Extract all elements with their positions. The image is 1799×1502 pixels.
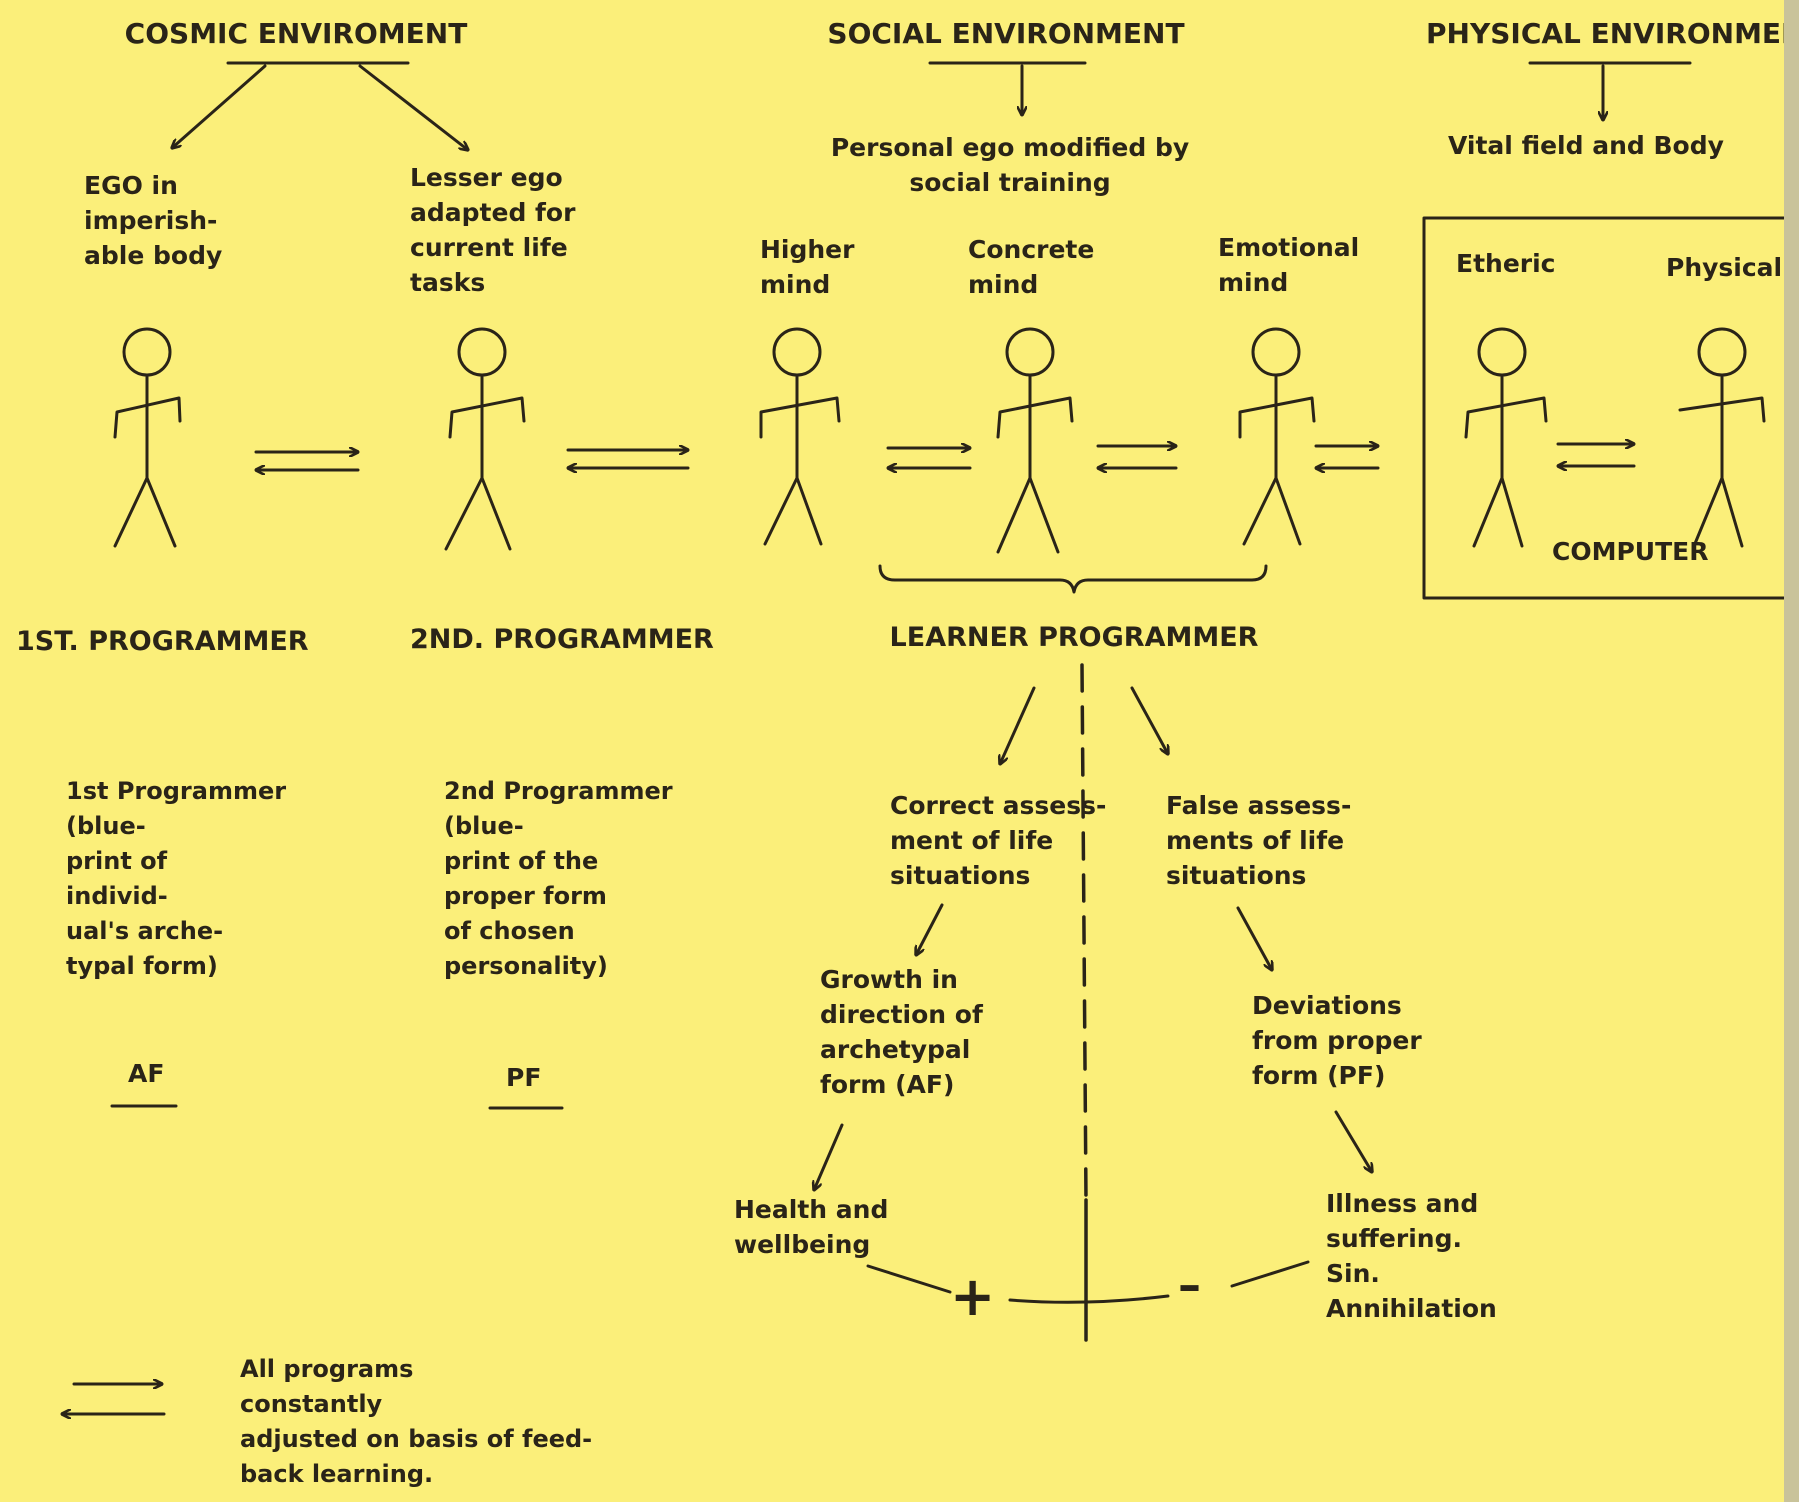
arrow-to-health — [814, 1123, 844, 1190]
page-edge-shadow — [1784, 0, 1799, 1502]
figure-label-emotional-mind: Emotional mind — [1218, 233, 1360, 297]
stick-figure-higher-mind — [759, 327, 841, 546]
computer-box — [1422, 216, 1799, 600]
first-programmer-label: 1ST. PROGRAMMER — [16, 626, 309, 657]
figure-label-physical: Physical — [1666, 253, 1783, 282]
branch-growth: Growth in direction of archetypal form (… — [820, 965, 983, 1099]
arrow-to-false — [1130, 686, 1168, 754]
figure-label-higher-mind: Higher mind — [760, 235, 855, 299]
figure-label-concrete-mind: Concrete mind — [968, 235, 1095, 299]
stick-figure-concrete-mind — [996, 327, 1074, 554]
second-programmer-label: 2ND. PROGRAMMER — [410, 624, 714, 655]
plus-sign: + — [950, 1265, 996, 1328]
branch-deviations: Deviations from proper form (PF) — [1252, 991, 1422, 1090]
legend-text: All programs constantly adjusted on basi… — [240, 1355, 593, 1488]
branch-illness: Illness and suffering. Sin. Annihilation — [1326, 1189, 1497, 1323]
figure-label-lesser-ego: Lesser ego adapted for current life task… — [410, 163, 576, 297]
arrow-to-growth — [916, 903, 944, 955]
arc-right — [1230, 1260, 1310, 1288]
minus-sign: – — [1178, 1258, 1201, 1312]
social-sublabel: Personal ego modified by social training — [830, 133, 1190, 197]
arrow-to-illness — [1334, 1110, 1372, 1172]
arc-center — [1008, 1294, 1170, 1304]
header-physical-environment: PHYSICAL ENVIRONMENT — [1426, 17, 1799, 50]
figure-label-etheric: Etheric — [1456, 249, 1556, 278]
central-divider — [1080, 663, 1088, 1202]
stick-figure-etheric — [1464, 327, 1548, 548]
abbreviation-af: AF — [128, 1059, 165, 1088]
header-social-environment: SOCIAL ENVIRONMENT — [827, 17, 1185, 50]
first-programmer-description: 1st Programmer (blue- print of individ- … — [66, 777, 287, 980]
feedback-arrows-lesser-higher — [566, 450, 690, 468]
stick-figure-physical — [1678, 327, 1766, 548]
feedback-arrows-concrete-emotional — [1096, 446, 1178, 468]
second-programmer-description: 2nd Programmer (blue- print of the prope… — [444, 777, 673, 980]
arrow-to-deviations — [1236, 906, 1272, 970]
feedback-arrows-etheric-physical — [1556, 444, 1636, 466]
stick-figure-emotional-mind — [1238, 327, 1316, 546]
feedback-arrows-higher-concrete — [886, 448, 972, 468]
arc-left — [866, 1264, 952, 1294]
branch-health: Health and wellbeing — [734, 1195, 889, 1259]
arrow-to-correct — [1000, 686, 1036, 764]
arrow-cosmic-to-ego — [172, 64, 267, 148]
feedback-arrows-ego-lesser — [254, 452, 360, 470]
figure-label-ego: EGO in imperish- able body — [84, 171, 223, 270]
branch-correct-assessment: Correct assess- ment of life situations — [890, 791, 1107, 890]
stick-figure-ego — [113, 327, 182, 548]
feedback-arrows-emotional-etheric — [1314, 446, 1380, 468]
header-cosmic-environment: COSMIC ENVIROMENT — [124, 17, 468, 50]
physical-sublabel: Vital field and Body — [1448, 131, 1724, 160]
learner-programmer-label: LEARNER PROGRAMMER — [889, 622, 1259, 653]
arrow-cosmic-to-lesser-ego — [358, 64, 468, 150]
stick-figure-lesser-ego — [444, 327, 526, 551]
learner-bracket — [878, 564, 1268, 594]
computer-label: COMPUTER — [1552, 537, 1709, 566]
abbreviation-pf: PF — [506, 1063, 542, 1092]
branch-false-assessment: False assess- ments of life situations — [1166, 791, 1352, 890]
